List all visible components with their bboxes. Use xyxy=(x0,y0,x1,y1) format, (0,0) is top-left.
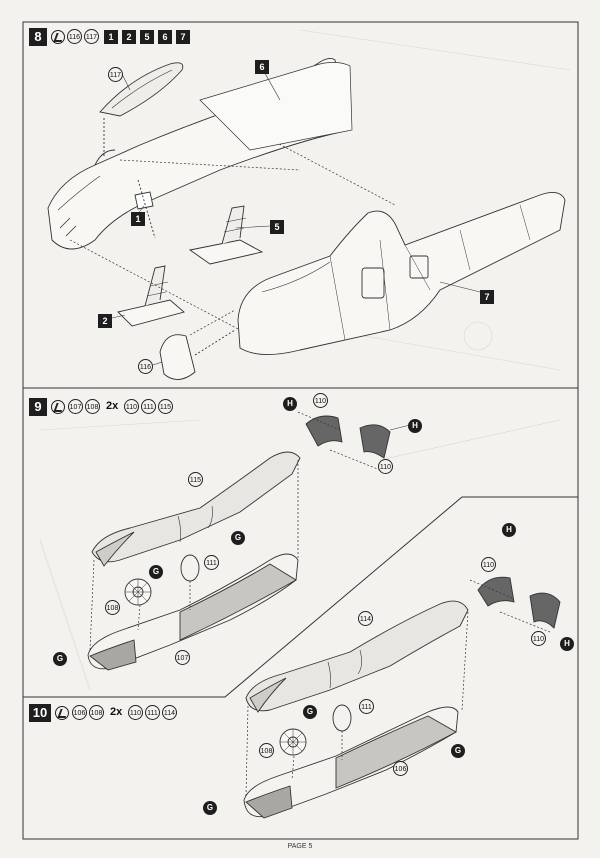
quantity-multiplier: 2x xyxy=(110,706,123,718)
callout-fuselage-top: 6 xyxy=(255,60,269,74)
step-number: 9 xyxy=(29,398,47,416)
ref-number: 7 xyxy=(176,30,190,44)
part-number: 108 xyxy=(85,399,100,414)
glue-icon xyxy=(55,706,69,720)
part-number: 114 xyxy=(162,705,177,720)
step9-drawing xyxy=(39,411,561,691)
part-number: 111 xyxy=(141,399,156,414)
part-number: 110 xyxy=(124,399,139,414)
glue-g-icon: G xyxy=(53,652,67,666)
callout-ring: 110 xyxy=(313,393,328,408)
page-number: PAGE 5 xyxy=(287,843,313,850)
glue-g-icon: G xyxy=(149,565,163,579)
callout-fan-disc: 108 xyxy=(105,600,120,615)
part-number: 110 xyxy=(128,705,143,720)
callout-fan-disc: 108 xyxy=(259,743,274,758)
glue-icon xyxy=(51,400,65,414)
callout-intake-top: 114 xyxy=(358,611,373,626)
step-number: 10 xyxy=(29,704,51,722)
callout-ring: 110 xyxy=(378,459,393,474)
callout-nose-cone: 116 xyxy=(138,359,153,374)
callout-intake-top: 115 xyxy=(188,472,203,487)
callout-canopy: 117 xyxy=(108,67,123,82)
glue-h-icon: H xyxy=(560,637,574,651)
part-number: 116 xyxy=(67,29,82,44)
part-number: 107 xyxy=(68,399,83,414)
step8-drawing xyxy=(47,29,571,380)
callout-fuselage-main: 7 xyxy=(480,290,494,304)
callout-intake-bottom: 107 xyxy=(175,650,190,665)
part-number: 108 xyxy=(89,705,104,720)
ref-number: 1 xyxy=(104,30,118,44)
callout-ring: 110 xyxy=(481,557,496,572)
callout-fan-ring: 111 xyxy=(359,699,374,714)
part-number: 111 xyxy=(145,705,160,720)
glue-g-icon: G xyxy=(231,531,245,545)
glue-g-icon: G xyxy=(203,801,217,815)
glue-h-icon: H xyxy=(408,419,422,433)
part-number: 106 xyxy=(72,705,87,720)
callout-fan-ring: 111 xyxy=(204,555,219,570)
glue-h-icon: H xyxy=(283,397,297,411)
step10-drawing xyxy=(243,576,561,819)
glue-g-icon: G xyxy=(303,705,317,719)
glue-g-icon: G xyxy=(451,744,465,758)
ref-number: 6 xyxy=(158,30,172,44)
step-number: 8 xyxy=(29,28,47,46)
quantity-multiplier: 2x xyxy=(106,400,119,412)
glue-icon xyxy=(51,30,65,44)
glue-h-icon: H xyxy=(502,523,516,537)
part-number: 115 xyxy=(158,399,173,414)
callout-seat-left: 2 xyxy=(98,314,112,328)
ref-number: 5 xyxy=(140,30,154,44)
part-number: 117 xyxy=(84,29,99,44)
callout-bulkhead: 1 xyxy=(131,212,145,226)
callout-intake-bottom: 106 xyxy=(393,761,408,776)
callout-seat-right: 5 xyxy=(270,220,284,234)
ref-number: 2 xyxy=(122,30,136,44)
callout-ring: 110 xyxy=(531,631,546,646)
